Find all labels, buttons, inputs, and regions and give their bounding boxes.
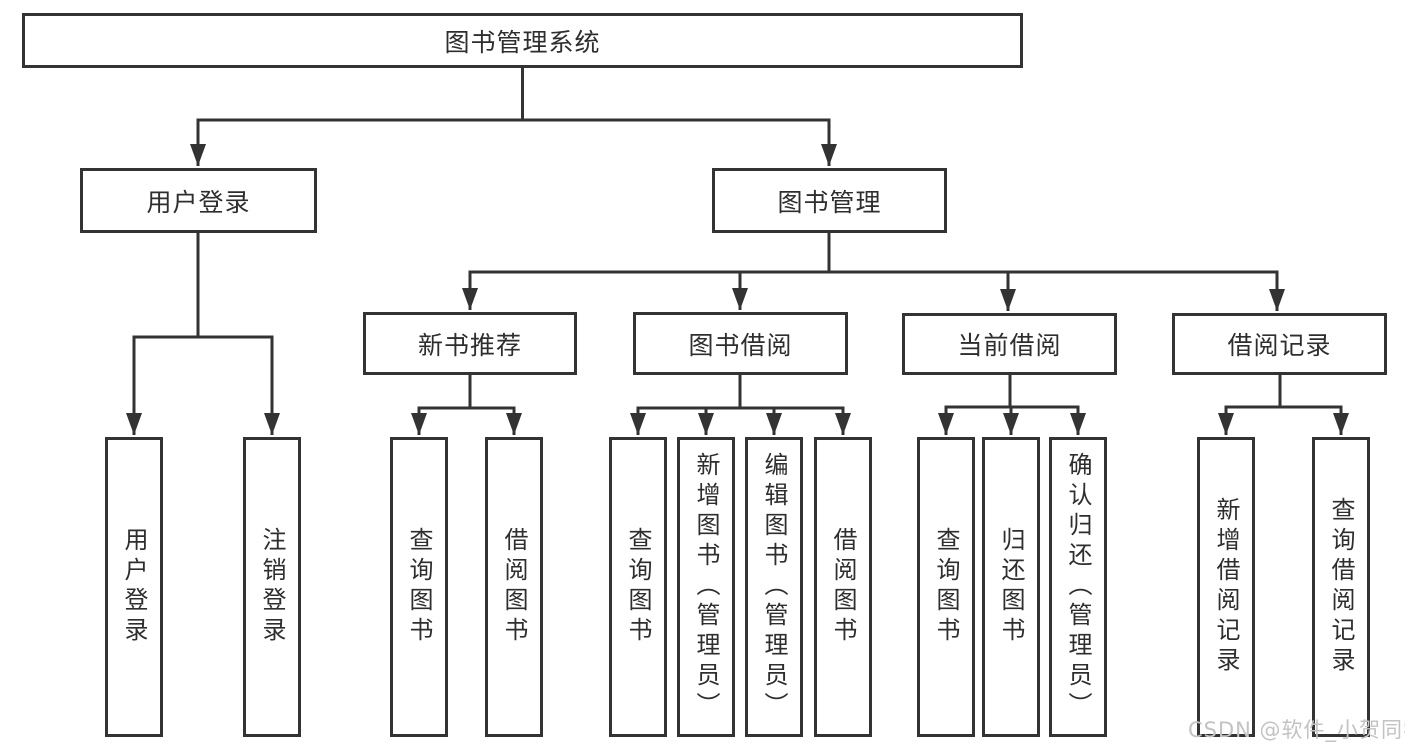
node-new-book-recommend: 新书推荐 [363,312,577,375]
leaf-query-books-current: 查询图书 [917,437,975,737]
leaf-label: 查询借阅记录 [1327,497,1355,677]
leaf-label: 注销登录 [258,527,286,647]
leaf-label: 查询图书 [405,527,433,647]
node-user-login: 用户登录 [80,168,317,233]
leaf-label: 编辑图书（管理员） [760,452,788,722]
leaf-borrow-books: 借阅图书 [814,437,872,737]
node-current-borrowing: 当前借阅 [902,313,1117,375]
node-label: 图书管理系统 [444,27,601,57]
leaf-borrow-books-recommend: 借阅图书 [485,437,543,737]
leaf-confirm-return-admin: 确认归还（管理员） [1049,437,1107,737]
node-library-management-system: 图书管理系统 [22,13,1023,68]
node-book-borrowing: 图书借阅 [633,312,848,375]
leaf-query-borrow-record: 查询借阅记录 [1312,437,1370,737]
leaf-query-books-recommend: 查询图书 [390,437,448,737]
node-label: 借阅记录 [1227,331,1332,360]
leaf-label: 借阅图书 [829,527,857,647]
leaf-label: 新增图书（管理员） [692,452,720,722]
leaf-label: 归还图书 [997,527,1025,647]
node-borrowing-records: 借阅记录 [1172,313,1387,375]
leaf-user-login: 用户登录 [105,437,163,737]
node-label: 图书借阅 [688,330,793,360]
node-book-management: 图书管理 [712,168,947,233]
leaf-query-books-borrow: 查询图书 [609,437,667,737]
leaf-label: 查询图书 [932,527,960,647]
node-label: 当前借阅 [957,331,1062,360]
leaf-label: 用户登录 [120,527,148,647]
leaf-label: 借阅图书 [500,527,528,647]
leaf-label: 查询图书 [624,527,652,647]
csdn-watermark: CSDN @软件_小贺同学 [1188,718,1405,742]
leaf-label: 新增借阅记录 [1212,497,1240,677]
leaf-edit-books-admin: 编辑图书（管理员） [745,437,803,737]
node-label: 用户登录 [146,187,251,217]
leaf-add-books-admin: 新增图书（管理员） [677,437,735,737]
leaf-add-borrow-record: 新增借阅记录 [1197,437,1255,737]
node-label: 图书管理 [777,187,882,217]
leaf-return-books: 归还图书 [982,437,1040,737]
leaf-label: 确认归还（管理员） [1064,452,1092,722]
leaf-logout: 注销登录 [243,437,301,737]
node-label: 新书推荐 [417,330,522,360]
